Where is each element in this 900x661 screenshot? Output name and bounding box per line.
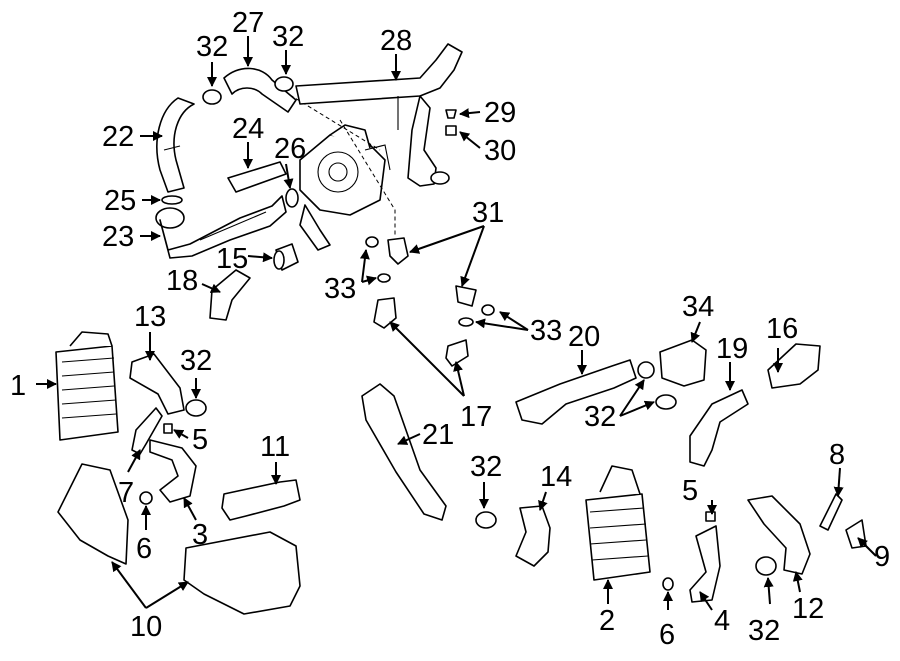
clamp-32-bottom-right <box>755 556 777 576</box>
clamp-32-top-right <box>274 76 294 92</box>
callout-5-left: 5 <box>192 424 208 456</box>
callout-22: 22 <box>102 121 134 153</box>
callout-5-right: 5 <box>682 475 698 507</box>
callout-32-bottom-right: 32 <box>748 615 780 647</box>
elbow-17-b <box>445 339 469 367</box>
pipe-19 <box>689 389 749 467</box>
callout-14: 14 <box>540 461 572 493</box>
callout-32-top-right: 32 <box>272 21 304 53</box>
pipe-23 <box>155 195 287 259</box>
pipe-21 <box>361 383 447 521</box>
fitting-29-30 <box>445 109 457 136</box>
intercooler-1 <box>55 331 119 441</box>
air-duct-10-left <box>57 463 129 565</box>
bolt-6-left <box>139 491 153 505</box>
pipe-28 <box>295 43 463 187</box>
bracket-4 <box>689 525 721 603</box>
clamp-33-d <box>458 317 474 327</box>
fitting-31-a <box>387 237 409 265</box>
pipe-20 <box>515 359 637 425</box>
callout-2: 2 <box>599 605 615 637</box>
pipe-27 <box>223 67 297 113</box>
clamp-32-right-a <box>637 361 655 379</box>
callout-24: 24 <box>232 113 264 145</box>
fitting-31-b <box>455 285 477 307</box>
oring-25 <box>161 195 183 205</box>
callout-10: 10 <box>130 611 162 643</box>
bolt-6-right <box>662 577 674 591</box>
callout-3: 3 <box>192 519 208 551</box>
callout-30: 30 <box>484 135 516 167</box>
clamp-33-c <box>481 304 495 316</box>
callout-31: 31 <box>472 197 504 229</box>
clamp-33-b <box>377 273 391 283</box>
callout-20: 20 <box>568 321 600 353</box>
bracket-3 <box>149 439 197 503</box>
callout-32-right: 32 <box>584 401 616 433</box>
callout-1: 1 <box>10 370 26 402</box>
gasket-26 <box>285 188 299 208</box>
nut-5-left <box>163 423 173 434</box>
callout-12: 12 <box>792 593 824 625</box>
callout-33-left: 33 <box>324 273 356 305</box>
callout-9: 9 <box>874 541 890 573</box>
callout-29: 29 <box>484 97 516 129</box>
callout-13: 13 <box>134 301 166 333</box>
callout-32-center: 32 <box>470 451 502 483</box>
callout-11: 11 <box>260 431 290 463</box>
callout-6-right: 6 <box>659 619 675 651</box>
callout-27: 27 <box>232 7 264 39</box>
callout-7: 7 <box>118 477 134 509</box>
hose-13 <box>129 353 185 415</box>
hose-14 <box>515 505 551 567</box>
clamp-32-right-b <box>655 394 677 410</box>
callout-26: 26 <box>274 133 306 165</box>
turbocharger <box>289 94 396 251</box>
callout-18: 18 <box>166 265 198 297</box>
callout-16: 16 <box>766 313 798 345</box>
callout-23: 23 <box>102 221 134 253</box>
clamp-32-center <box>475 511 497 529</box>
callout-32-left: 32 <box>180 345 212 377</box>
bracket-8 <box>819 493 843 531</box>
connector-34 <box>659 339 707 387</box>
callout-8: 8 <box>829 439 845 471</box>
callout-19: 19 <box>716 333 748 365</box>
pipe-11 <box>221 479 301 521</box>
clamp-32-left <box>185 399 207 417</box>
callout-33-right: 33 <box>530 315 562 347</box>
callout-labels: 1 2 3 4 5 5 6 6 7 8 9 10 11 12 13 14 15 … <box>10 7 890 651</box>
clamp-32-top-left <box>202 89 222 105</box>
callout-6-left: 6 <box>136 533 152 565</box>
hose-15 <box>273 243 299 271</box>
callout-28: 28 <box>380 25 412 57</box>
leader-lines <box>36 36 877 611</box>
clamp-33-a <box>365 236 379 248</box>
elbow-16 <box>767 343 821 389</box>
callout-34: 34 <box>682 291 714 323</box>
intake-pipe-22 <box>156 97 195 193</box>
bracket-24 <box>227 161 287 193</box>
nut-5-right <box>705 511 716 522</box>
callout-15: 15 <box>216 243 248 275</box>
callout-21: 21 <box>422 419 454 451</box>
callout-17: 17 <box>460 401 492 433</box>
air-duct-10-bottom <box>183 531 301 615</box>
callout-25: 25 <box>104 185 136 217</box>
callout-4: 4 <box>714 605 730 637</box>
intercooler-2 <box>585 465 651 581</box>
callout-32-top-left: 32 <box>196 31 228 63</box>
pipe-18 <box>209 269 251 321</box>
